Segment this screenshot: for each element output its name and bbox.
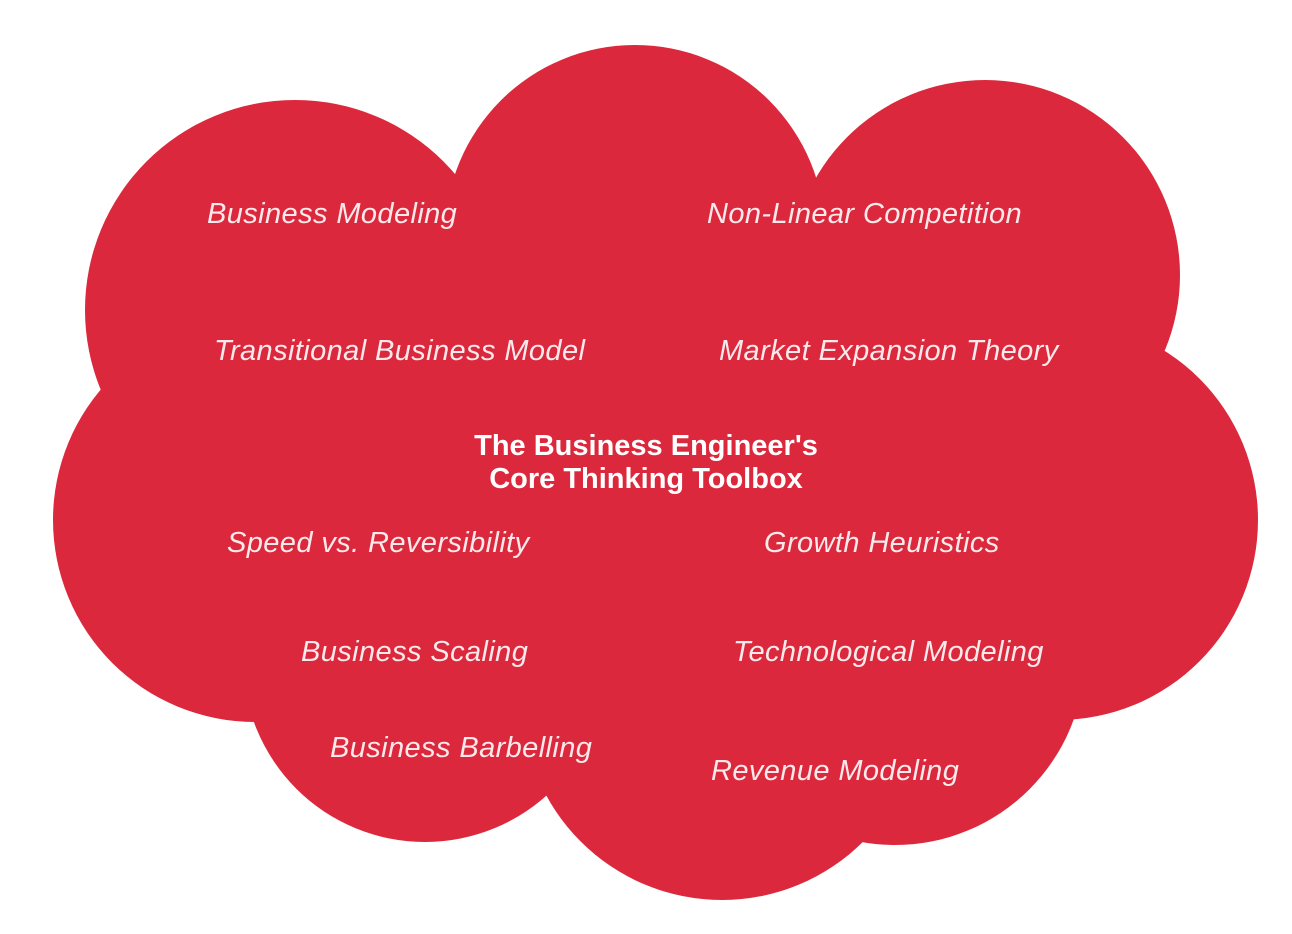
item-transitional-business-model: Transitional Business Model <box>214 335 586 367</box>
item-growth-heuristics: Growth Heuristics <box>764 527 1000 559</box>
item-non-linear-competition: Non-Linear Competition <box>707 198 1023 230</box>
item-market-expansion-theory: Market Expansion Theory <box>719 335 1059 367</box>
item-technological-modeling: Technological Modeling <box>733 636 1044 668</box>
item-business-barbelling: Business Barbelling <box>330 732 593 764</box>
diagram-title: The Business Engineer's Core Thinking To… <box>0 430 1292 496</box>
item-business-modeling: Business Modeling <box>207 198 458 230</box>
item-business-scaling: Business Scaling <box>301 636 529 668</box>
title-line-1: The Business Engineer's <box>474 430 818 462</box>
item-speed-vs-reversibility: Speed vs. Reversibility <box>227 527 530 559</box>
item-revenue-modeling: Revenue Modeling <box>711 755 960 787</box>
title-line-2: Core Thinking Toolbox <box>489 463 803 495</box>
